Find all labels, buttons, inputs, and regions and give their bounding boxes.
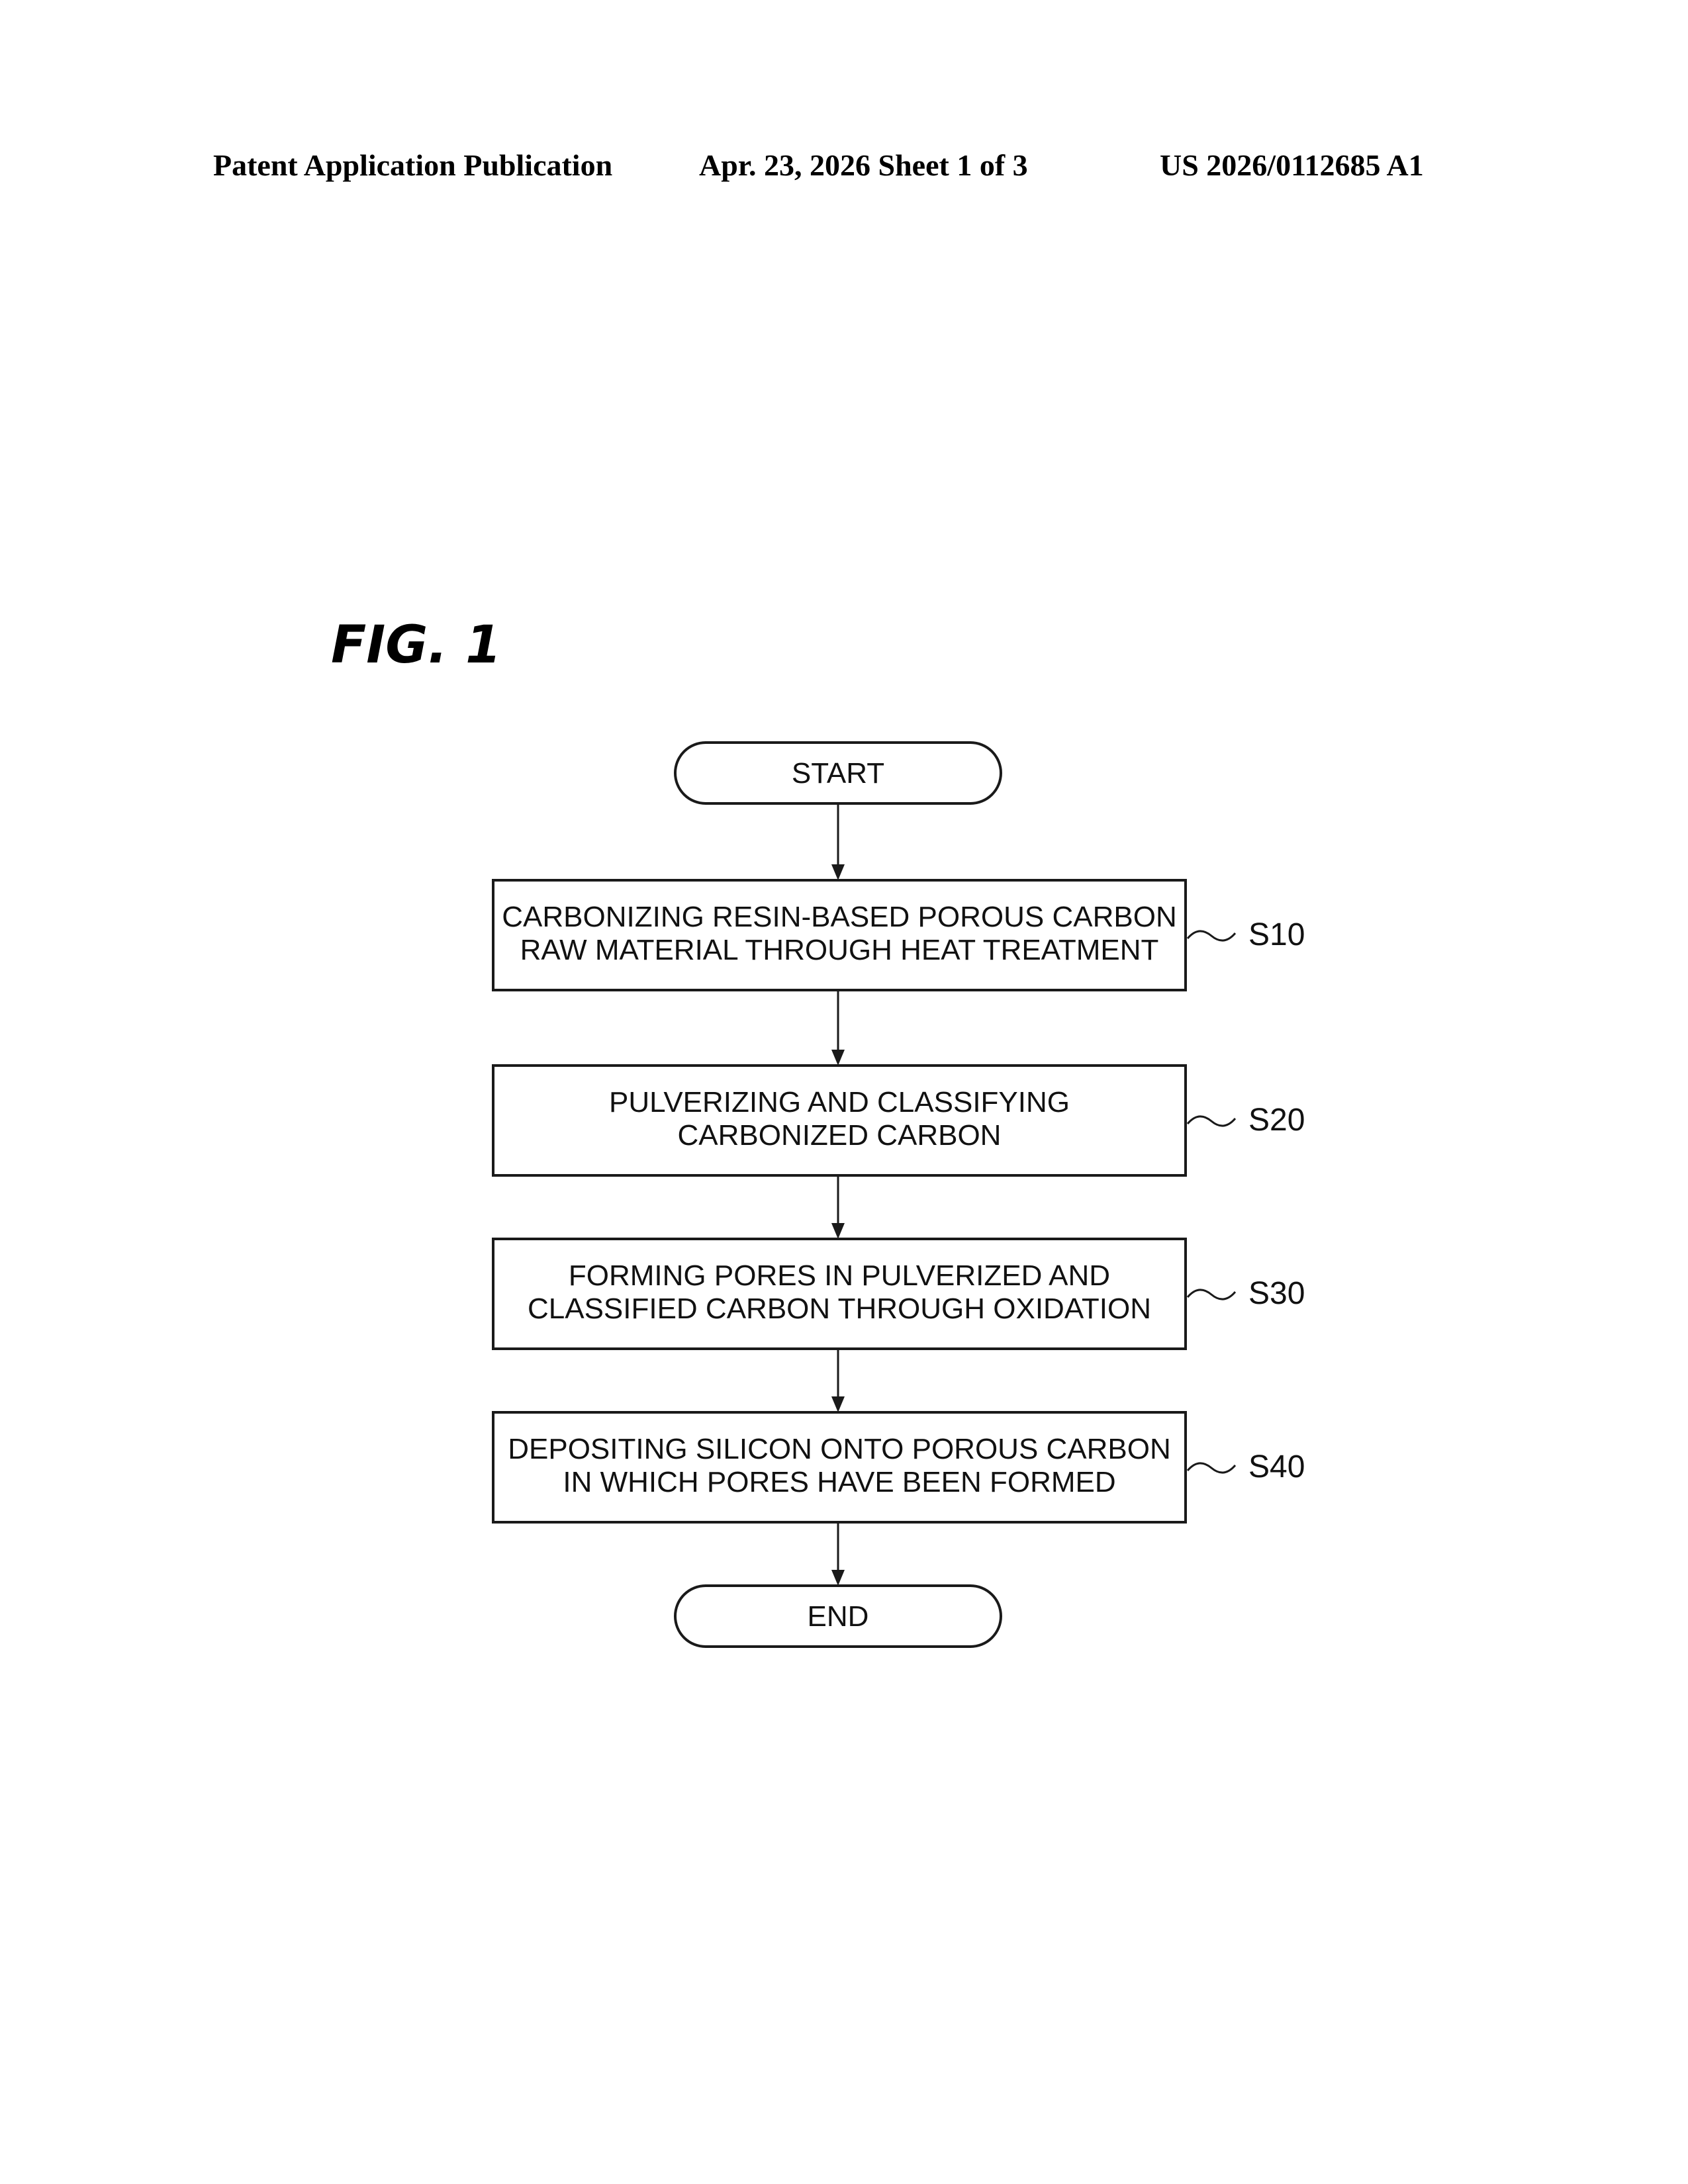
process-step-s20: PULVERIZING AND CLASSIFYING CARBONIZED C…: [493, 1066, 1305, 1175]
connector-s30-s40: [831, 1349, 845, 1412]
step-s20-line-2: CARBONIZED CARBON: [678, 1119, 1002, 1152]
end-label: END: [808, 1600, 869, 1633]
process-step-s10: CARBONIZING RESIN-BASED POROUS CARBON RA…: [493, 880, 1305, 990]
step-s20-line-1: PULVERIZING AND CLASSIFYING: [609, 1086, 1070, 1118]
step-s10-line-2: RAW MATERIAL THROUGH HEAT TREATMENT: [520, 934, 1159, 966]
step-s30-line-2: CLASSIFIED CARBON THROUGH OXIDATION: [528, 1293, 1151, 1325]
step-ref-s40: S40: [1248, 1449, 1305, 1484]
connector-s10-s20: [831, 990, 845, 1066]
step-s30-line-1: FORMING PORES IN PULVERIZED AND: [569, 1259, 1110, 1292]
connector-s40-end: [831, 1522, 845, 1586]
step-ref-s30: S30: [1248, 1276, 1305, 1311]
step-s40-line-1: DEPOSITING SILICON ONTO POROUS CARBON: [508, 1433, 1171, 1465]
start-terminator: START: [675, 743, 1001, 803]
end-terminator: END: [675, 1586, 1001, 1647]
process-step-s40: DEPOSITING SILICON ONTO POROUS CARBON IN…: [493, 1412, 1305, 1522]
step-s10-line-1: CARBONIZING RESIN-BASED POROUS CARBON: [502, 901, 1176, 933]
start-label: START: [792, 757, 884, 790]
step-ref-s10: S10: [1248, 917, 1305, 952]
step-s40-line-2: IN WHICH PORES HAVE BEEN FORMED: [563, 1466, 1115, 1498]
step-ref-s20: S20: [1248, 1103, 1305, 1138]
connector-s20-s30: [831, 1175, 845, 1239]
connector-start-s10: [831, 803, 845, 880]
process-step-s30: FORMING PORES IN PULVERIZED AND CLASSIFI…: [493, 1239, 1305, 1349]
